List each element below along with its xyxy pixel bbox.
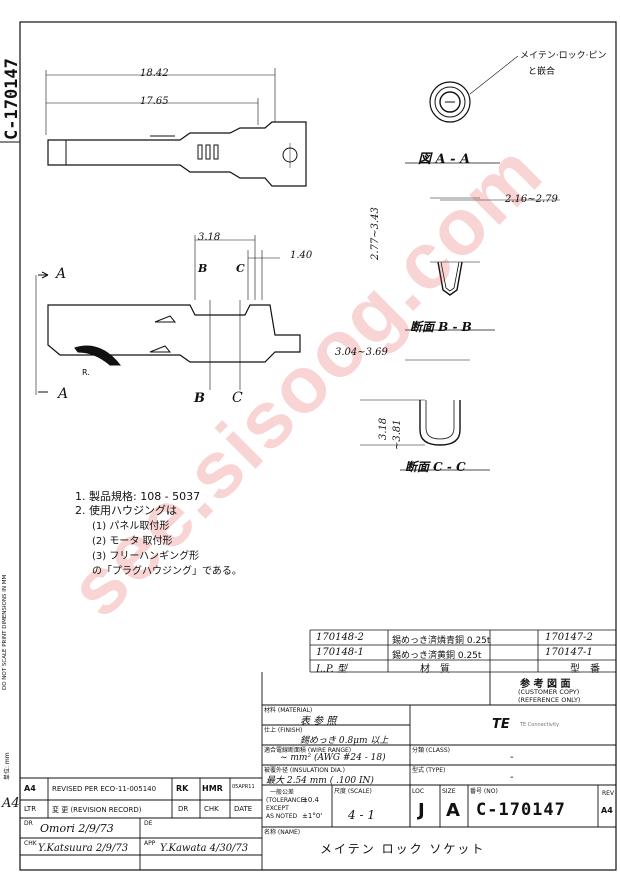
loc-value: J [418,800,425,821]
app-label: APP [144,840,156,847]
tolerance-label-1: 一般公差 [270,789,295,796]
material-label: 材料 (MATERIAL) [264,707,313,714]
parts-row-1-lp: 170148-2 [316,632,364,643]
section-cc-label: 断面 C - C [405,460,466,474]
rev-row-desc: REVISED PER ECO-11-005140 [52,785,157,793]
label-b-top: B [198,262,208,275]
label-a-top: A [56,266,67,282]
ref-title: 参 考 図 面 [520,679,571,690]
dim-17-65: 17.65 [140,96,169,107]
title-block-lines [261,672,616,870]
label-a-bottom: A [58,386,69,402]
drawing-number: C-170147 [476,800,566,820]
note-2-1: (1) パネル取付形 [92,521,170,532]
material-value: 表 参 照 [300,716,337,727]
parts-row-1-material: 錫めっき済燐青銅 0.25t [392,636,491,646]
section-bb-label: 断面 B - B [410,320,472,334]
rev-row-date: 05APR11 [232,784,255,790]
rev-h-date: DATE [234,805,253,813]
parts-row-2-material: 錫めっき済黄銅 0.25t [392,651,482,661]
brand-sub: TE Connectivity [520,722,560,728]
parts-row-2-lp: 170148-1 [316,647,364,658]
ref-en-1: (CUSTOMER COPY) [518,688,580,696]
dim-2-16-2-79: 2.16~2.79 [505,194,558,205]
type-label: 型式 (TYPE) [412,767,446,774]
rev-h-chk: CHK [204,805,219,813]
dim-3-18: 3.18 [198,232,221,243]
label-c-top: C [236,262,245,275]
section-bb [405,197,560,331]
dim-3-04-3-69: 3.04~3.69 [335,347,388,358]
dim-1-40: 1.40 [290,250,313,261]
app-signature: Y.Kawata 4/30/73 [160,843,249,854]
tolerance-label-2: (TOLERANCE) [266,797,307,804]
rev-h-dr: DR [178,805,189,813]
tolerance-label-3: EXCEPT [266,805,289,812]
size-label: SIZE [442,788,456,795]
note-2-4: の「プラグハウジング」である。 [92,566,242,577]
scale-value: 4 - 1 [348,808,375,822]
rev-h-ltr: LTR [24,805,37,813]
side-rev: A4 [2,796,20,811]
parts-header-lp: L.P. 型 [316,664,347,675]
parts-header-material: 材 質 [420,664,450,675]
dr-signature: Omori 2/9/73 [40,822,114,835]
note-2-3: (3) フリーハンギング形 [92,551,200,562]
revision-block-lines [20,777,262,870]
size-value: A [446,800,460,821]
rev-row-dr: RK [176,784,189,793]
pin-note-2: と嵌合 [528,67,556,77]
label-c-bottom: C [232,390,243,406]
rev-value: A4 [601,806,613,815]
label-radius: R. [82,368,90,377]
note-1: 1. 製品規格: 108 - 5037 [75,490,201,503]
finish-label: 仕上 (FINISH) [264,727,303,734]
chk-label: CHK [24,840,37,847]
type-value: - [510,772,514,783]
wire-label: 適合電線断面積 (WIRE RANGE) [264,747,352,754]
name-value: メイテン ロック ソケット [320,842,486,856]
view-aa [405,55,519,164]
dim-18-42: 18.42 [140,68,169,79]
name-label: 名称 (NAME) [264,829,301,836]
class-label: 分類 (CLASS) [412,747,450,754]
dr-label: DR [24,820,33,827]
side-view [35,235,301,395]
rev-h-desc: 変 更 (REVISION RECORD) [52,806,142,814]
view-aa-label: 図 A - A [418,152,471,167]
insulation-value: 最大 2.54 mm ( .100 IN) [266,776,374,786]
ref-en-2: (REFERENCE ONLY) [518,696,581,704]
brand-logo: TE [492,717,510,732]
rev-row-chk: HMR [202,784,223,793]
note-2: 2. 使用ハウジングは [75,504,177,517]
loc-label: LOC [412,788,425,795]
tolerance-label-4: AS NOTED [266,813,298,820]
no-label: 番号 (NO) [470,788,498,795]
scale-label: 尺度 (SCALE) [334,788,372,795]
parts-table-lines [309,629,616,673]
label-b-bottom: B [194,391,205,406]
finish-value: 錫めっき 0.8μm 以上 [300,736,389,746]
parts-row-2-part: 170147-1 [545,647,593,658]
rev-label: REV [602,790,615,797]
parts-header-part: 型 番 [570,664,600,675]
tolerance-value-2: ±1°0' [302,812,323,820]
parts-row-1-part: 170147-2 [545,632,593,643]
note-2-2: (2) モータ 取付形 [92,536,173,547]
tolerance-value-1: ±0.4 [302,796,319,804]
chk-signature: Y.Katsuura 2/9/73 [38,843,129,854]
rev-row-ltr: A4 [24,784,36,793]
insulation-label: 被覆外径 (INSULATION DIA.) [264,767,346,774]
top-view [45,68,307,187]
class-value: - [510,752,514,763]
section-cc [360,359,490,471]
pin-note-1: メイテン·ロック·ピン [520,51,607,61]
wire-value: ~ mm² (AWG #24 - 18) [280,753,386,763]
de-label: DE [144,820,153,827]
